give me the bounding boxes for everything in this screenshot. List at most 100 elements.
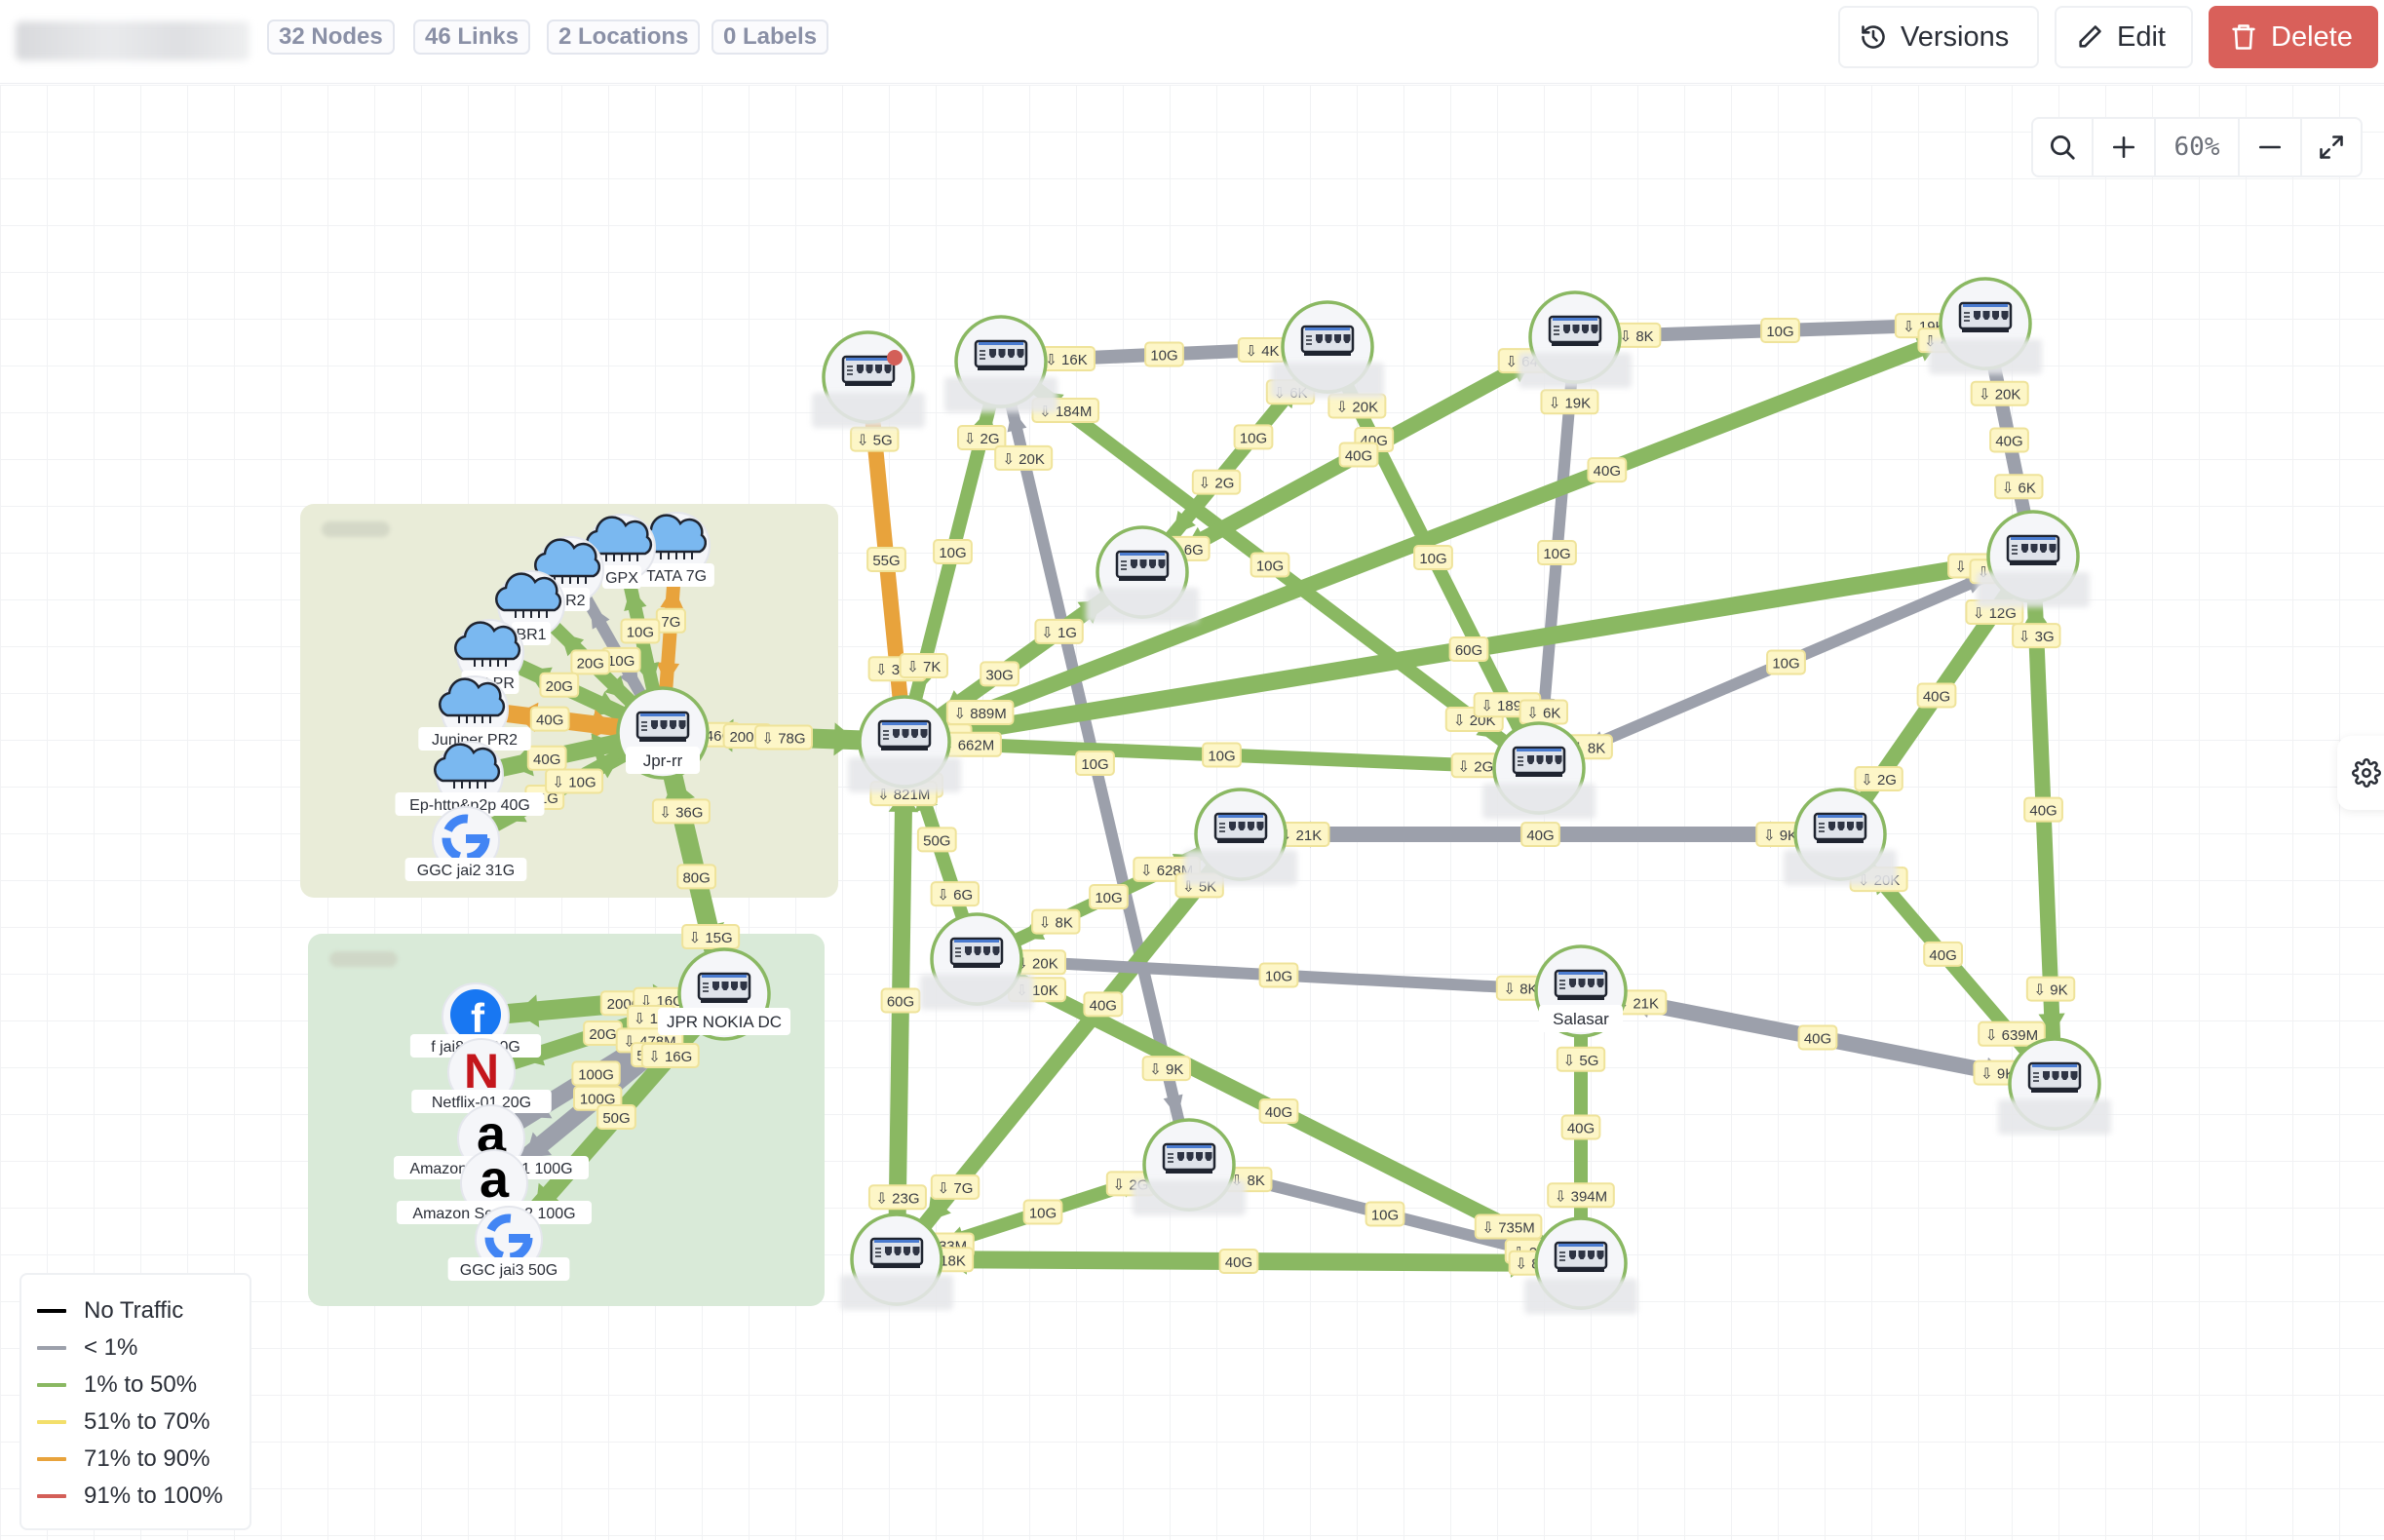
svg-text:10G: 10G [1543,546,1570,562]
link-traffic-label: 60G [1448,636,1489,662]
svg-text:50G: 50G [602,1110,630,1127]
cloud-node[interactable]: Juniper PR2 [418,675,531,751]
svg-text:40G: 40G [1526,828,1554,844]
router-node[interactable] [1184,788,1297,885]
node-label-blurred [840,1275,953,1310]
link-traffic-label: 20G [583,1020,623,1046]
node-label: BR1 [516,627,546,643]
svg-text:⇩ 20K: ⇩ 20K [1336,399,1378,415]
link-traffic-label: 10G [1365,1201,1405,1227]
cloud-node[interactable]: BR1 [495,570,565,645]
svg-text:10G: 10G [627,625,654,641]
svg-text:60G: 60G [1455,642,1482,659]
amazon-icon: a [478,1150,511,1209]
cloud-node[interactable]: GPX [586,514,656,589]
zoom-out-button[interactable] [2240,119,2302,175]
zoom-in-button[interactable] [2094,119,2156,175]
link-traffic-label: ⇩ 735M [1474,1213,1543,1240]
svg-text:10G: 10G [1095,890,1122,906]
cloud-icon [454,621,521,667]
cloud-icon [586,516,653,561]
legend-swatch [37,1494,66,1498]
link-traffic-label: 50G [916,827,957,853]
router-node[interactable] [944,315,1057,412]
router-node[interactable] [1524,1216,1637,1314]
cloud-node[interactable]: Ep-http&p2p 40G [395,741,545,816]
router-icon [1512,746,1566,777]
google-node[interactable]: GGC jai2 31G [404,806,527,881]
router-node[interactable] [1977,510,2090,607]
network-link[interactable] [902,316,1988,750]
router-icon [2027,1061,2082,1093]
router-node[interactable] [812,330,925,428]
router-node[interactable] [1133,1118,1246,1215]
router-node[interactable] [840,1213,953,1310]
plus-icon [2112,135,2135,159]
link-traffic-label: 40G [1083,991,1124,1018]
svg-text:⇩ 8K: ⇩ 8K [1620,328,1654,345]
link-traffic-label: ⇩ 9K [1755,822,1805,847]
svg-text:⇩ 5G: ⇩ 5G [1563,1053,1599,1069]
alert-dot [887,350,903,366]
cloud-icon [640,514,708,559]
svg-text:10G: 10G [1419,551,1446,567]
link-traffic-label: 100G [571,1060,621,1087]
search-button[interactable] [2033,119,2094,175]
svg-text:10G: 10G [1240,430,1267,446]
delete-button[interactable]: Delete [2209,6,2378,68]
router-node[interactable] [920,912,1033,1010]
node-label-blurred [1929,339,2042,374]
legend-item-no-traffic: No Traffic [37,1292,234,1329]
svg-text:⇩ 4K: ⇩ 4K [1245,343,1279,360]
cloud-icon [495,572,562,618]
link-traffic-label: 40G [529,706,570,732]
router-node[interactable] [1784,788,1897,885]
link-traffic-label: ⇩ 20K [1327,393,1387,419]
router-node[interactable]: Salasar [1534,944,1628,1038]
svg-text:40G: 40G [533,751,560,768]
svg-text:55G: 55G [872,553,900,569]
router-node[interactable] [1929,277,2042,374]
link-traffic-label: ⇩ 662M [934,731,1002,757]
router-node[interactable] [1482,721,1596,819]
link-traffic-label: ⇩ 5G [1556,1046,1606,1072]
router-node[interactable]: JPR NOKIA DC [658,947,790,1041]
router-node[interactable] [1086,525,1199,623]
svg-text:40G: 40G [1567,1121,1595,1137]
link-traffic-label: ⇩ 6G [930,881,980,907]
router-node[interactable] [848,695,961,792]
svg-text:⇩ 9K: ⇩ 9K [1149,1061,1183,1078]
node-label-blurred [1784,850,1897,885]
svg-text:⇩ 12G: ⇩ 12G [1973,605,2017,622]
link-traffic-label: 10G [1075,751,1115,776]
svg-text:⇩ 394M: ⇩ 394M [1555,1188,1607,1205]
cloud-node[interactable]: TATA 7G [638,512,714,587]
svg-text:10G: 10G [939,545,966,561]
router-node[interactable] [1998,1037,2111,1135]
cloud-icon [534,538,601,584]
link-traffic-label: ⇩ 2G [957,425,1007,450]
svg-text:⇩ 36G: ⇩ 36G [659,804,703,821]
link-traffic-label: ⇩ 394M [1547,1182,1615,1209]
fit-view-button[interactable] [2302,119,2361,175]
link-traffic-label: ⇩ 6K [1519,699,1569,725]
edit-button[interactable]: Edit [2055,6,2193,68]
google-node[interactable]: GGC jai3 50G [447,1206,570,1281]
router-node[interactable] [1519,290,1632,388]
router-node[interactable]: Jpr-rr [616,686,710,780]
svg-text:⇩ 20K: ⇩ 20K [1979,387,2020,404]
link-traffic-label: 40G [1989,427,2029,453]
svg-text:7G: 7G [661,614,680,631]
settings-button[interactable] [2337,736,2384,810]
router-icon [1813,812,1867,843]
router-node[interactable] [1271,300,1384,398]
versions-button[interactable]: Versions [1838,6,2039,68]
node-label-blurred [1519,353,1632,388]
svg-text:⇩ 2G: ⇩ 2G [1458,758,1494,775]
router-icon [2006,534,2060,565]
svg-text:⇩ 15G: ⇩ 15G [689,930,733,946]
